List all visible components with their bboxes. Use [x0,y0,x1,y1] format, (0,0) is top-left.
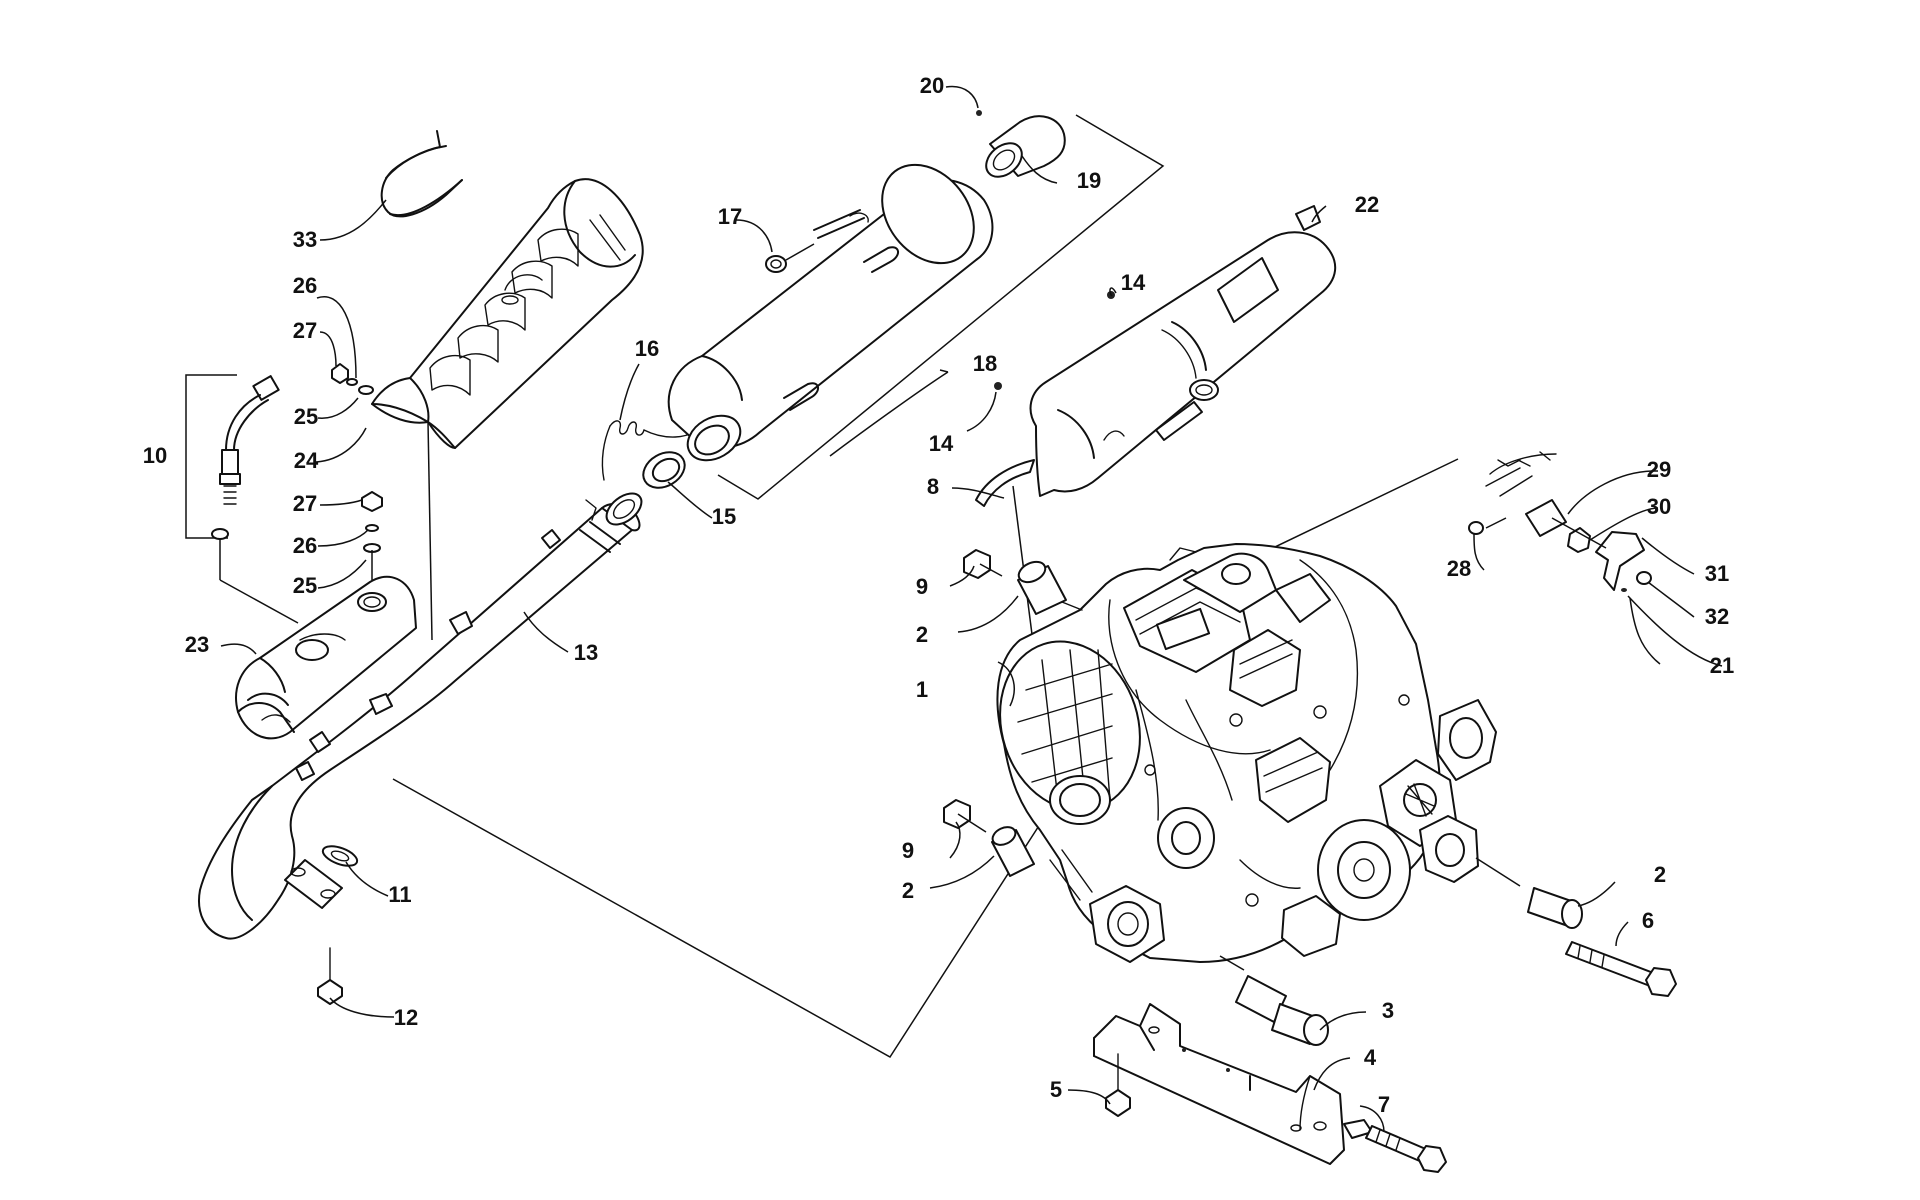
part-3-bushing [1219,955,1329,1046]
part-27-screw-upper [331,363,349,384]
callout-2-upper: 2 [916,622,928,647]
part-20-screw [976,110,982,116]
callout-12: 12 [394,1005,418,1030]
callout-20: 20 [920,73,944,98]
callout-28: 28 [1447,556,1471,581]
part-33-clamp-strap [380,130,463,218]
part-13-exhaust-pipe [198,421,643,940]
callout-32: 32 [1705,604,1729,629]
part-31-bracket [1595,531,1645,591]
callout-leaders [220,85,1723,1133]
callout-16: 16 [635,336,659,361]
callout-29: 29 [1647,457,1671,482]
callout-6: 6 [1642,908,1654,933]
callout-2-left: 2 [902,878,914,903]
part-27-screw-lower [361,491,383,512]
callout-9-lower: 9 [902,838,914,863]
callout-9-upper: 9 [916,574,928,599]
callout-13: 13 [574,640,598,665]
part-1-engine [996,543,1497,963]
callout-26-upper: 26 [293,273,317,298]
callout-30: 30 [1647,494,1671,519]
part-8-shield-section [975,459,1035,507]
callout-14-upper: 14 [1121,270,1146,295]
callout-17: 17 [718,204,742,229]
part-12-bolt [317,947,343,1005]
assembly-lines [185,114,1459,1058]
part-11-gasket [321,845,359,867]
part-32-nut [1636,571,1652,585]
callout-1: 1 [916,677,928,702]
part-2-bushing-left [991,826,1035,877]
part-2-bushing-upper [1017,560,1083,615]
part-6-bolt [1475,857,1677,997]
sensor-to-shield-line [219,579,299,624]
part-25-washer-upper [358,385,374,395]
callout-22: 22 [1355,192,1379,217]
sensor-bracket [185,374,237,539]
callout-24: 24 [294,448,319,473]
callout-26-lower: 26 [293,533,317,558]
exhaust-engine-bracket [392,778,1063,1058]
callout-8: 8 [927,474,939,499]
callout-10: 10 [143,443,167,468]
part-18-muffler [667,163,994,462]
part-30-nut [1567,527,1591,553]
callout-2-right: 2 [1654,862,1666,887]
callout-27-lower: 27 [293,491,317,516]
callout-25-upper: 25 [294,404,318,429]
callout-23: 23 [185,632,209,657]
washers-screws-upper [331,363,374,395]
callout-33: 33 [293,227,317,252]
part-29-bushing [1525,499,1567,537]
muffler-group-bracket [717,114,1165,500]
part-4-mount-plate [1093,1003,1345,1165]
part-7-bolt [1343,1119,1447,1173]
washers-screws-lower [361,491,383,580]
callout-18: 18 [973,351,997,376]
callout-11: 11 [388,882,411,907]
callout-31: 31 [1705,561,1729,586]
part-24-heat-shield [371,178,644,449]
callout-19: 19 [1077,168,1101,193]
part-23-heat-shield [235,575,417,740]
part-17-grommet [765,243,815,273]
callout-7: 7 [1378,1092,1390,1117]
part-2-bushing-right [1527,887,1583,929]
part-19-tailpipe [985,115,1066,178]
part-26-washer-upper [346,378,358,386]
chassis-bracket-group [1468,451,1652,592]
callout-25-lower: 25 [293,573,317,598]
part-10-o2-sensor [211,375,280,540]
part-9-nuts [943,549,1003,833]
callout-27-upper: 27 [293,318,317,343]
part-21-screw [1621,588,1627,592]
callout-4: 4 [1364,1045,1377,1070]
part-5-bolt [1105,1053,1131,1117]
callout-labels: 1 2 2 2 3 4 5 6 7 8 9 9 10 11 12 13 14 1… [143,73,1734,1117]
callout-21: 21 [1710,653,1734,678]
part-22-muffler-shield [1029,205,1336,497]
callout-5: 5 [1050,1077,1062,1102]
callout-15: 15 [712,504,736,529]
callout-3: 3 [1382,998,1394,1023]
part-28-nut [1468,521,1484,535]
part-15-gasket-ring [642,451,686,489]
callout-14-lower: 14 [929,431,954,456]
